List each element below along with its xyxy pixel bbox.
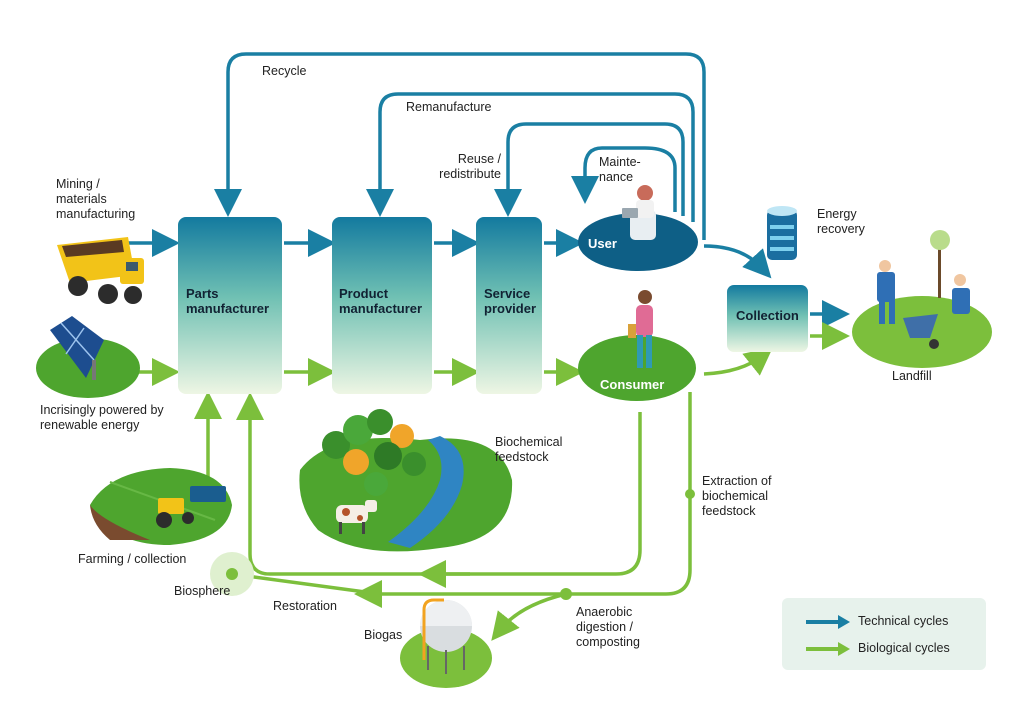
reuse-loop <box>494 122 685 217</box>
biochemical-feedstock-label: Biochemical feedstock <box>495 435 563 464</box>
renewable-label: Incrisingly powered by renewable energy <box>40 403 164 432</box>
remanufacture-loop <box>366 92 695 222</box>
parts-manufacturer-label: Parts manufacturer <box>186 286 270 316</box>
parts-manufacturer-box <box>178 217 282 394</box>
consumer-to-collection-green <box>703 347 773 376</box>
recycle-loop <box>214 52 706 240</box>
cow-icon <box>336 500 377 534</box>
extraction-dot <box>685 489 695 499</box>
legend-technical-label: Technical cycles <box>858 614 949 628</box>
maintenance-loop <box>571 146 677 212</box>
biogas-tank-icon <box>400 598 492 688</box>
legend: Technical cycles Biological cycles <box>782 598 986 670</box>
person-consumer-icon <box>628 290 653 368</box>
anaerobic-label: Anaerobic digestion / composting <box>576 605 640 649</box>
legend-biological-label: Biological cycles <box>858 641 950 655</box>
recycle-label: Recycle <box>262 64 307 78</box>
biogas-label: Biogas <box>364 628 403 642</box>
anaerobic-arrow <box>491 592 567 641</box>
tractor-icon <box>90 468 232 545</box>
restoration-label: Restoration <box>273 599 337 613</box>
user-oval <box>578 213 698 271</box>
biosphere-label: Biosphere <box>174 584 231 598</box>
extraction-label: Extraction of biochemical feedstock <box>702 474 772 518</box>
user-label: User <box>588 236 617 251</box>
remanufacture-label: Remanufacture <box>406 100 492 114</box>
product-manufacturer-label: Product manufacturer <box>339 286 423 316</box>
energy-recovery-label: Energy recovery <box>817 207 865 236</box>
collection-box <box>727 285 808 352</box>
reuse-label: Reuse / redistribute <box>439 152 501 181</box>
person-user-icon <box>622 185 656 240</box>
consumer-label: Consumer <box>600 377 665 392</box>
forest-river-icon <box>299 409 513 552</box>
service-provider-box <box>476 217 542 394</box>
collection-label: Collection <box>736 308 799 323</box>
user-to-collection-arrow <box>703 244 772 279</box>
farming-label: Farming / collection <box>78 552 187 566</box>
battery-icon <box>767 206 797 260</box>
technical-cycle-arrows <box>122 52 850 328</box>
service-provider-label: Service provider <box>484 286 537 316</box>
biological-arrow-icon <box>806 642 850 656</box>
solar-panel-icon <box>36 316 140 398</box>
dump-truck-icon <box>57 237 144 304</box>
biological-cycle-arrows <box>136 322 850 641</box>
biosphere-dot <box>226 568 238 580</box>
maintenance-label: Mainte- nance <box>599 155 641 184</box>
landfill-label: Landfill <box>892 369 932 383</box>
extraction-line <box>354 392 692 608</box>
technical-arrow-icon <box>806 615 850 629</box>
product-manufacturer-box <box>332 217 432 394</box>
mining-label: Mining / materials manufacturing <box>56 177 136 221</box>
restoration-line <box>231 572 381 596</box>
anaerobic-dot <box>560 588 572 600</box>
gardeners-icon <box>852 230 992 368</box>
